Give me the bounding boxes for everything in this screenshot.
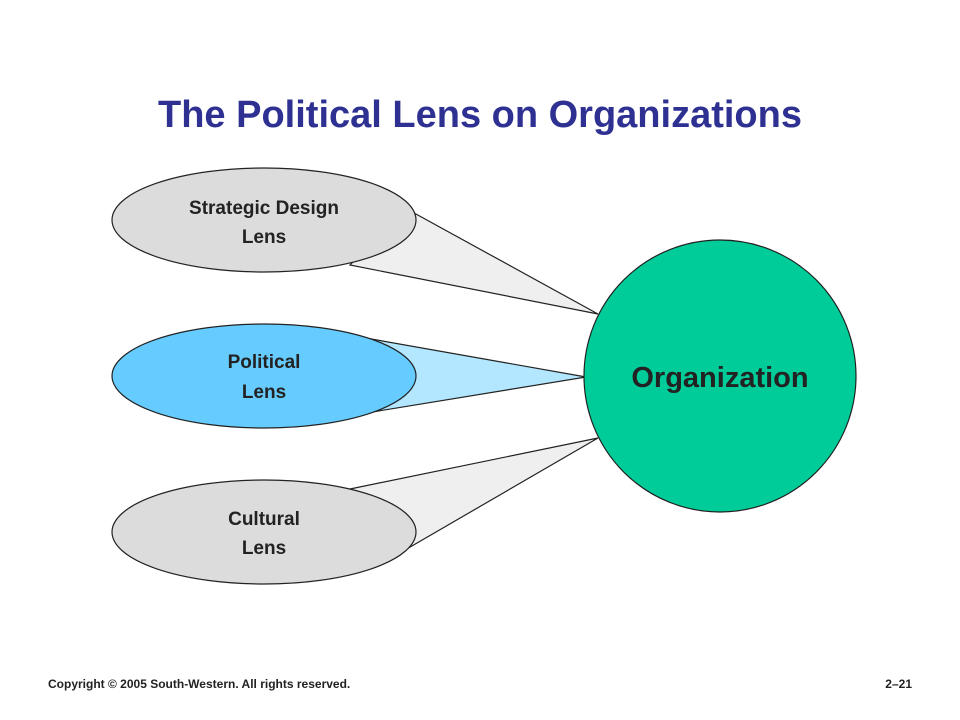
copyright-notice: Copyright © 2005 South-Western. All righ… (48, 677, 351, 691)
strategic-design-lens (111, 167, 417, 273)
slide-number: 2–21 (885, 677, 912, 691)
political-label-line2: Lens (242, 382, 286, 403)
strategic-design-label-line1: Strategic Design (189, 198, 339, 219)
cultural-label-line2: Lens (242, 538, 286, 559)
political-lens (111, 323, 417, 429)
cultural-label-line1: Cultural (228, 509, 300, 530)
cultural-lens (111, 479, 417, 585)
organization-circle (583, 239, 857, 513)
strategic-design-label-line2: Lens (242, 227, 286, 248)
slide-title: The Political Lens on Organizations (158, 94, 802, 136)
political-label-line1: Political (228, 352, 301, 373)
organization-label: Organization (631, 362, 808, 394)
